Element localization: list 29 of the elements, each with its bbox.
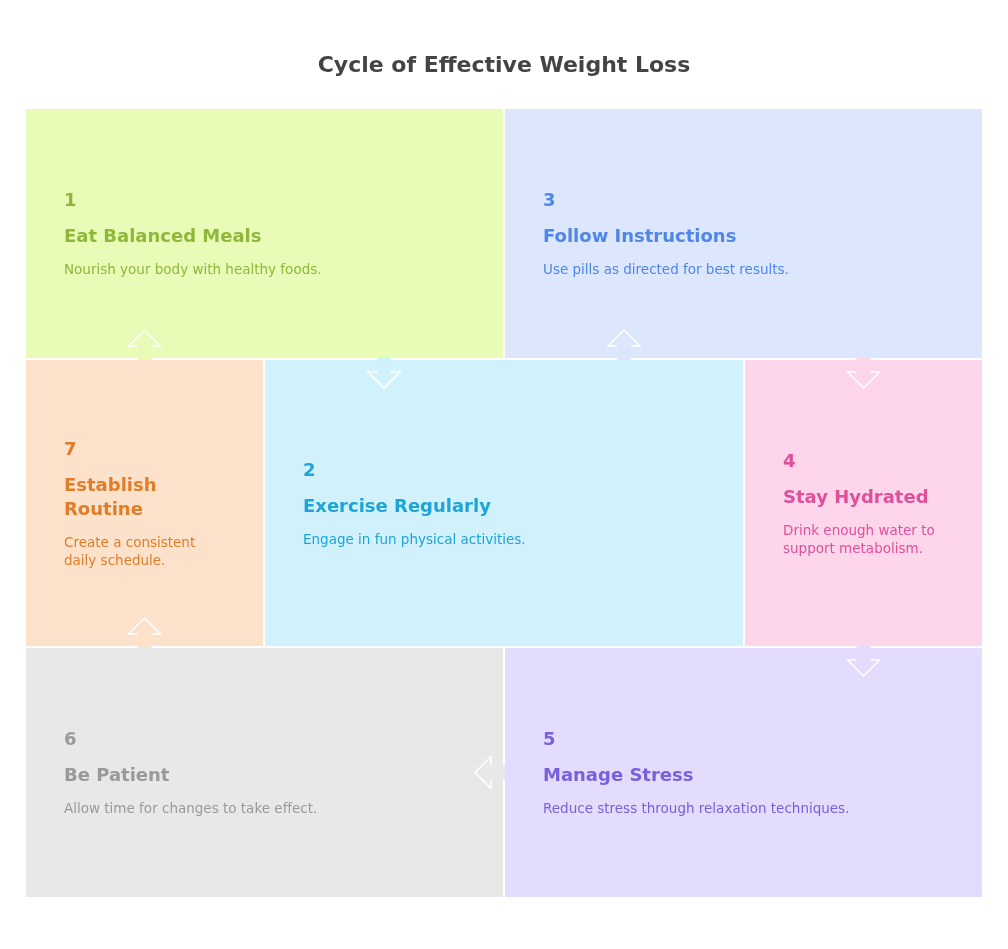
step-card bbox=[504, 108, 983, 359]
step-heading: Be Patient bbox=[64, 763, 170, 787]
step-card bbox=[25, 359, 264, 647]
step-number: 5 bbox=[543, 728, 556, 749]
step-description: Reduce stress through relaxation techniques. bbox=[543, 799, 850, 817]
step-heading: Stay Hydrated bbox=[783, 484, 929, 509]
step-number: 3 bbox=[543, 189, 556, 210]
step-heading: Establish Routine bbox=[64, 472, 158, 521]
step-card bbox=[744, 359, 983, 647]
step-number: 7 bbox=[64, 437, 77, 459]
step-description: Create a consistent daily schedule. bbox=[64, 532, 197, 569]
step-card bbox=[504, 647, 983, 898]
step-number: 6 bbox=[64, 728, 77, 749]
step-description: Nourish your body with healthy foods. bbox=[64, 260, 322, 278]
step-description: Drink enough water to support metabolism. bbox=[783, 520, 936, 557]
diagram-title: Cycle of Effective Weight Loss bbox=[317, 52, 691, 77]
step-card bbox=[25, 108, 504, 359]
step-card bbox=[25, 647, 504, 898]
step-heading: Manage Stress bbox=[543, 763, 694, 787]
step-heading: Eat Balanced Meals bbox=[64, 224, 262, 248]
step-heading: Follow Instructions bbox=[543, 224, 737, 248]
step-card bbox=[264, 359, 744, 647]
step-number: 4 bbox=[783, 449, 796, 471]
step-description: Use pills as directed for best results. bbox=[543, 260, 789, 278]
step-description: Allow time for changes to take effect. bbox=[64, 799, 318, 817]
step-number: 1 bbox=[64, 189, 77, 210]
step-description: Engage in fun physical activities. bbox=[303, 529, 526, 548]
step-heading: Exercise Regularly bbox=[303, 493, 491, 518]
step-number: 2 bbox=[303, 458, 316, 480]
